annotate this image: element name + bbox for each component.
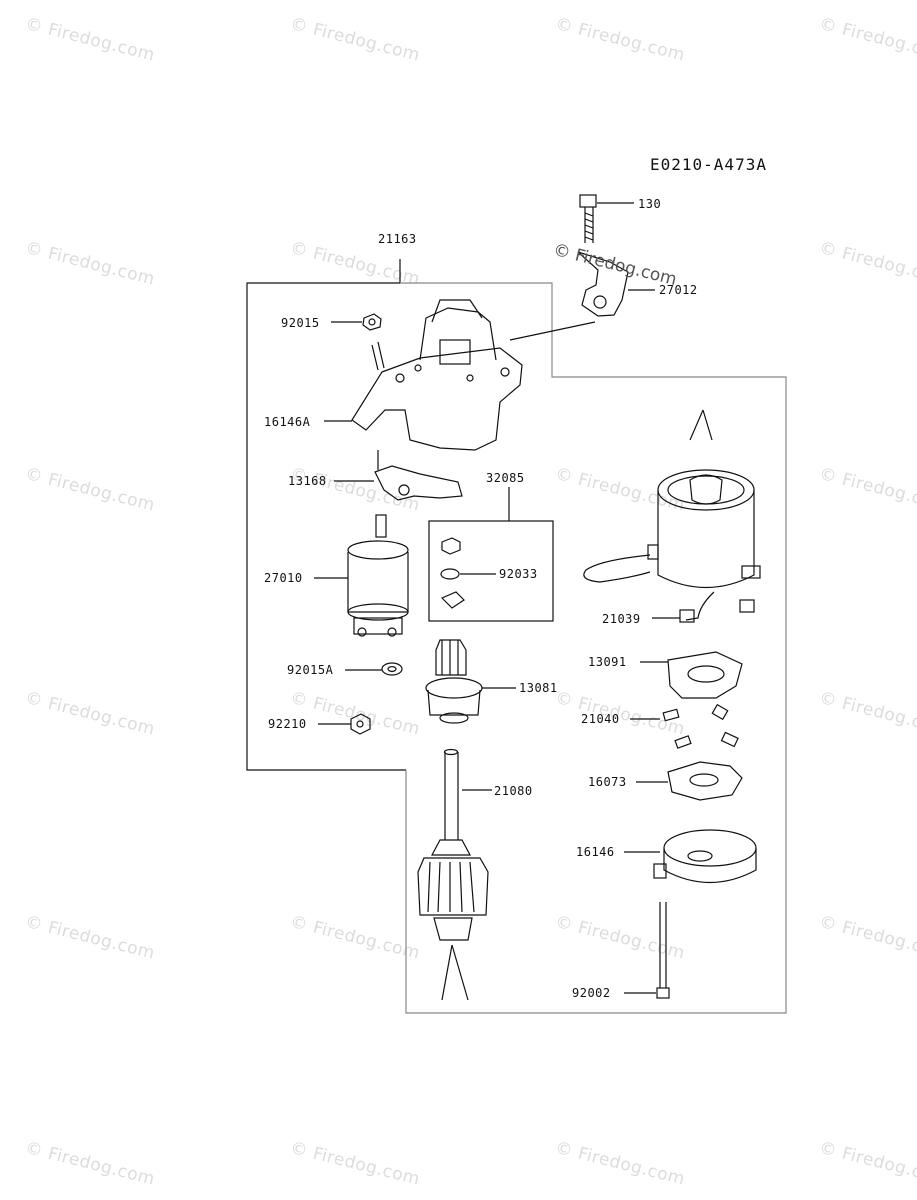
solenoid-27010-shape bbox=[314, 514, 409, 637]
assembly-frame-upper bbox=[246, 259, 406, 771]
springs-21040-shape bbox=[630, 703, 739, 749]
brush-holder-13091-shape bbox=[640, 651, 743, 699]
part-label-92210[interactable]: 92210 bbox=[268, 717, 307, 731]
part-label-16073[interactable]: 16073 bbox=[588, 775, 627, 789]
nut-92210-shape bbox=[318, 713, 371, 735]
nut-92015-shape bbox=[331, 313, 385, 371]
bolt-130-shape bbox=[579, 194, 634, 243]
part-label-27012[interactable]: 27012 bbox=[659, 283, 698, 297]
part-label-32085[interactable]: 32085 bbox=[486, 471, 525, 485]
part-label-21040[interactable]: 21040 bbox=[581, 712, 620, 726]
part-label-21080[interactable]: 21080 bbox=[494, 784, 533, 798]
kit-32085-parts-shape bbox=[440, 537, 496, 609]
part-label-92002[interactable]: 92002 bbox=[572, 986, 611, 1000]
part-label-21163[interactable]: 21163 bbox=[378, 232, 417, 246]
part-label-16146A[interactable]: 16146A bbox=[264, 415, 311, 429]
armature-21080-shape bbox=[417, 748, 492, 1001]
part-label-92015[interactable]: 92015 bbox=[281, 316, 320, 330]
assembly-frame-main bbox=[400, 282, 787, 1014]
cover-16146-shape bbox=[624, 829, 757, 883]
part-label-21039[interactable]: 21039 bbox=[602, 612, 641, 626]
part-label-13168[interactable]: 13168 bbox=[288, 474, 327, 488]
part-label-13081[interactable]: 13081 bbox=[519, 681, 558, 695]
part-label-27010[interactable]: 27010 bbox=[264, 571, 303, 585]
bracket-27012-shape bbox=[509, 251, 655, 341]
lever-13168-shape bbox=[334, 450, 463, 501]
part-label-16146[interactable]: 16146 bbox=[576, 845, 615, 859]
diagram-code: E0210-A473A bbox=[650, 155, 767, 174]
part-label-92015A[interactable]: 92015A bbox=[287, 663, 334, 677]
bolt-92002-shape bbox=[624, 902, 670, 999]
housing-16146A-shape bbox=[324, 299, 523, 451]
yoke-21039-shape bbox=[583, 409, 761, 623]
kit-32085-box bbox=[428, 520, 554, 622]
part-label-130[interactable]: 130 bbox=[638, 197, 662, 211]
plate-16073-shape bbox=[636, 761, 743, 801]
pinion-13081-shape bbox=[425, 639, 516, 724]
washer-92015A-shape bbox=[345, 662, 403, 676]
part-label-13091[interactable]: 13091 bbox=[588, 655, 627, 669]
part-label-92033[interactable]: 92033 bbox=[499, 567, 538, 581]
